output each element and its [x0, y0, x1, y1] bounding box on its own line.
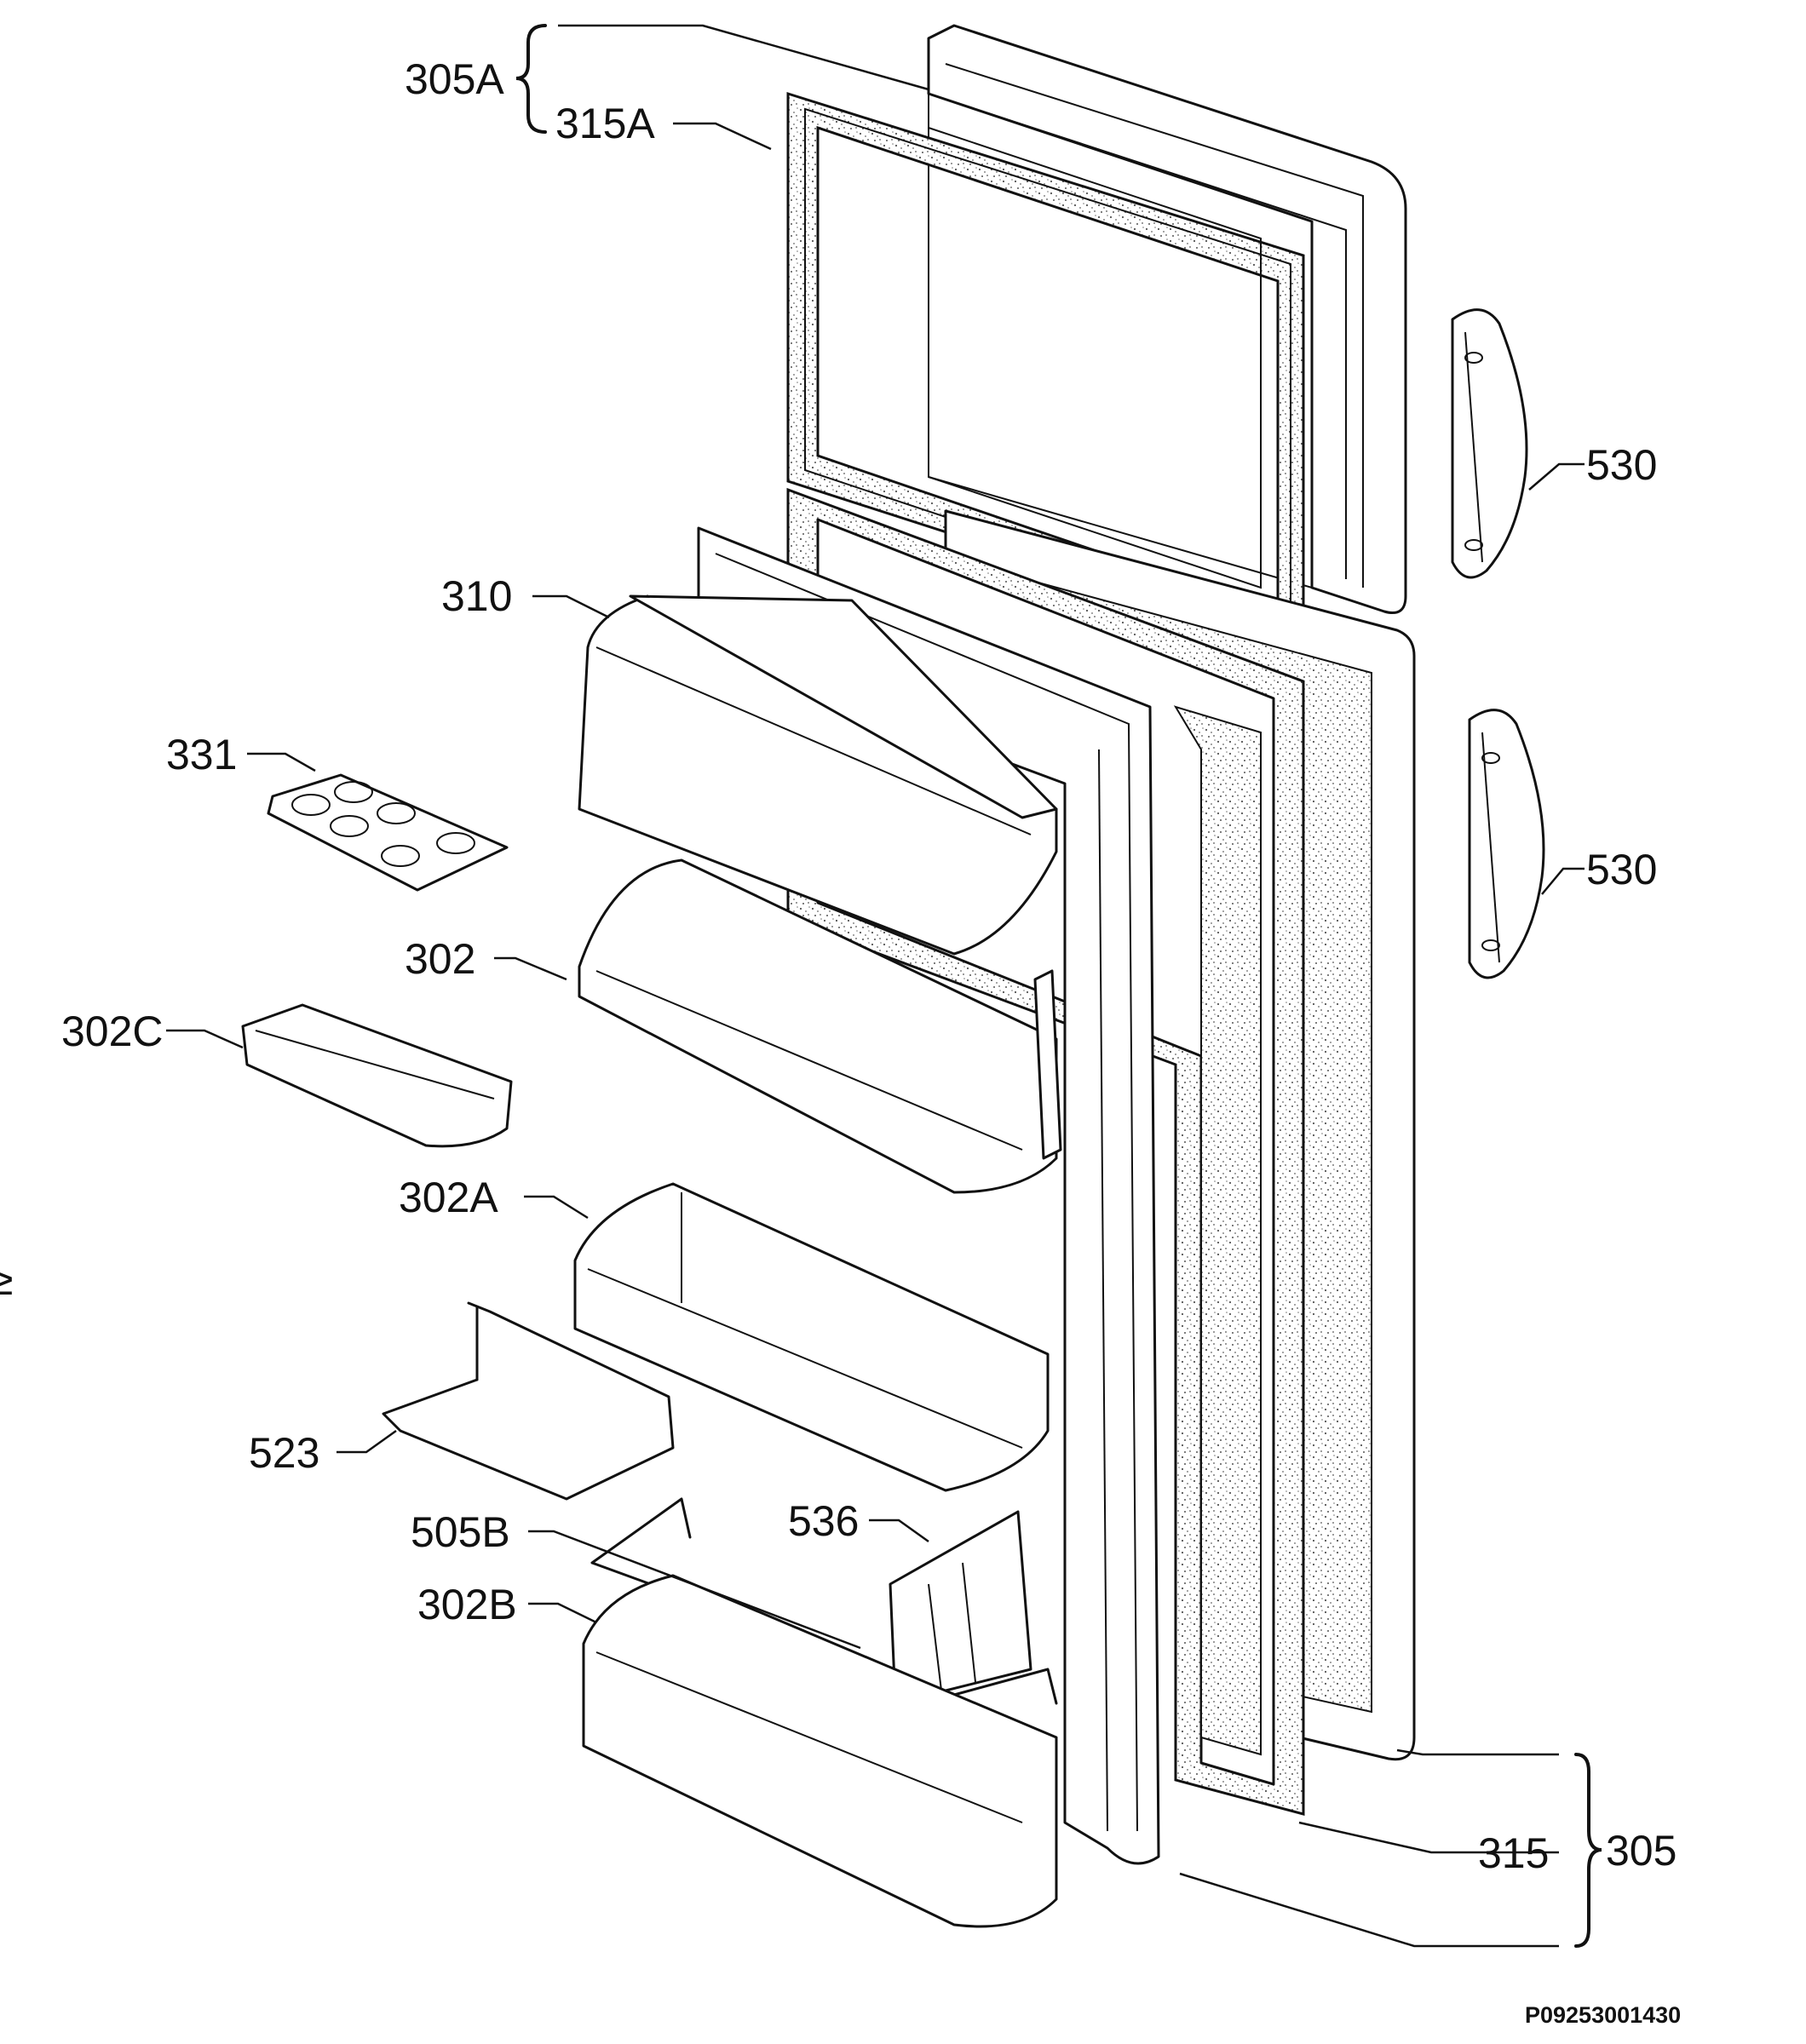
door-shelf-302	[578, 858, 1062, 1194]
door-shelf-302a	[573, 1182, 1050, 1492]
label-523: 523	[249, 1429, 319, 1477]
label-530-bottom: 530	[1586, 846, 1657, 893]
label-331: 331	[166, 731, 237, 778]
label-315a: 315A	[555, 100, 655, 147]
egg-tray	[267, 773, 509, 892]
dairy-compartment	[578, 594, 1058, 956]
label-530-top: 530	[1586, 441, 1657, 489]
label-305a: 305A	[405, 55, 504, 103]
brace-305a	[515, 24, 547, 134]
wire-guard-523	[382, 1301, 675, 1501]
label-302b: 302B	[417, 1581, 517, 1628]
drawing-code: P09253001430	[1525, 2002, 1681, 2028]
label-302: 302	[405, 935, 475, 983]
label-302c: 302C	[61, 1008, 164, 1055]
label-536: 536	[788, 1497, 859, 1545]
door-shelf-302b	[582, 1574, 1058, 1928]
bottle-divider-536	[889, 1510, 1032, 1697]
margin-mark: ≥	[0, 1256, 13, 1304]
leader-lines	[166, 24, 1585, 1948]
label-302a: 302A	[399, 1174, 498, 1221]
label-310: 310	[441, 572, 512, 620]
label-305: 305	[1606, 1827, 1677, 1875]
label-505b: 505B	[411, 1508, 510, 1556]
small-shelf-302c	[241, 1003, 513, 1148]
label-315: 315	[1478, 1829, 1549, 1877]
handle-top	[1451, 308, 1528, 579]
brace-305	[1574, 1753, 1602, 1948]
handle-bottom	[1468, 709, 1545, 979]
